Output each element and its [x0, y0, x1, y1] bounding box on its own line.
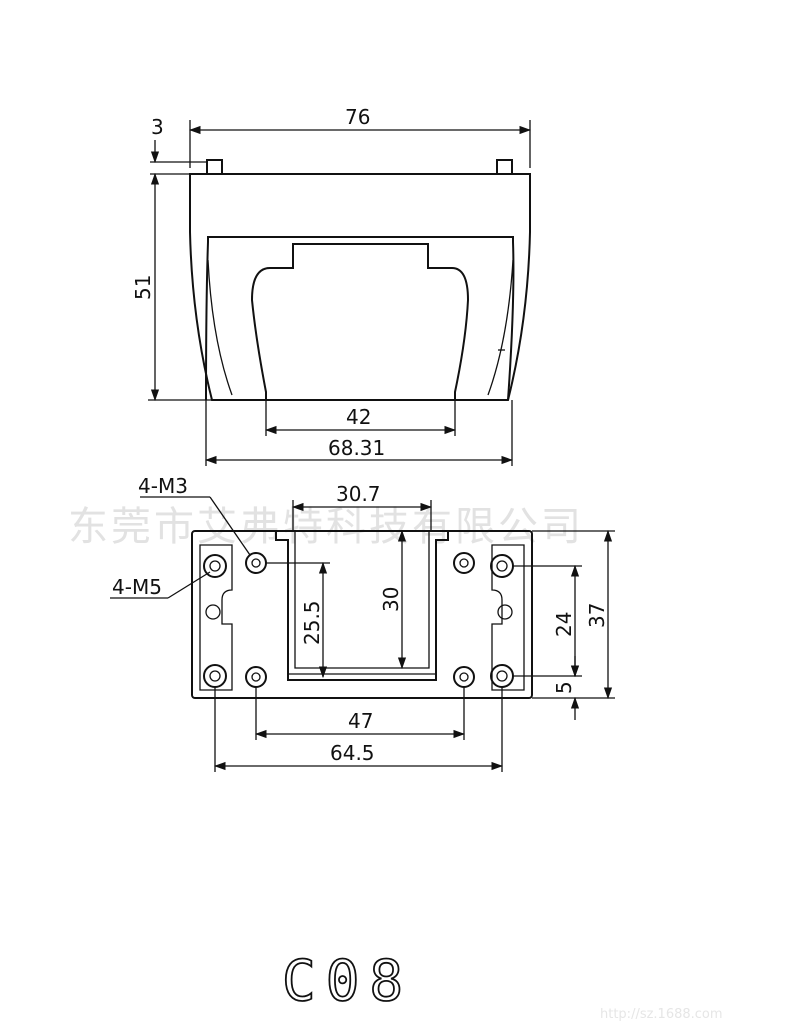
m3-hole-bottom-right [453, 666, 475, 688]
m5-label: 4-M5 [112, 575, 162, 599]
m5-leader [167, 571, 211, 599]
left-wall-curve [207, 259, 233, 396]
m5-hole-bottom-right [490, 664, 514, 688]
m5-hole-bottom-left [203, 664, 227, 688]
url-watermark: http://sz.1688.com [600, 1007, 723, 1022]
mid-hole-right [497, 604, 513, 620]
company-watermark: 东莞市艾弗特科技有限公司 [68, 504, 584, 550]
top-view-inner-recess [205, 236, 515, 401]
dim-37-label: 37 [585, 603, 609, 628]
top-view: 76 3 51 42 68.31 [131, 105, 532, 466]
dim-24-label: 24 [552, 612, 576, 637]
bottom-view-slot-inner [294, 531, 430, 669]
dim-47-label: 47 [348, 709, 373, 733]
dim-42-label: 42 [346, 405, 371, 429]
dim-6831-label: 68.31 [328, 436, 385, 460]
dim-30-label: 30 [379, 587, 403, 612]
m3-hole-top-left [245, 552, 267, 574]
right-wall-curve [487, 259, 514, 396]
m3-leader [209, 496, 251, 556]
m3-hole-bottom-left [245, 666, 267, 688]
left-pin [206, 159, 223, 175]
top-view-inner-cavity [250, 243, 470, 400]
dim-51-label: 51 [131, 275, 155, 300]
m3-hole-top-right [453, 552, 475, 574]
dim-3-label: 3 [151, 115, 164, 139]
dim-307-label: 30.7 [336, 482, 381, 506]
mid-hole-left [205, 604, 221, 620]
dim-645-label: 64.5 [330, 741, 375, 765]
dim-76-label: 76 [345, 105, 370, 129]
top-view-outer-body [189, 173, 531, 401]
dim-5-label: 5 [552, 681, 576, 694]
bottom-view: 30.7 4-M3 4-M5 30 25.5 24 37 5 [110, 474, 615, 772]
bottom-view-outer-body [191, 530, 533, 699]
dim-255-label: 25.5 [300, 600, 324, 645]
model-number: C08 [282, 949, 413, 1014]
m3-label: 4-M3 [138, 474, 188, 498]
right-flange [491, 544, 525, 691]
m5-hole-top-left [203, 554, 227, 578]
m5-hole-top-right [490, 554, 514, 578]
left-flange [199, 544, 233, 691]
right-pin [496, 159, 513, 175]
bottom-view-slot [275, 531, 449, 681]
